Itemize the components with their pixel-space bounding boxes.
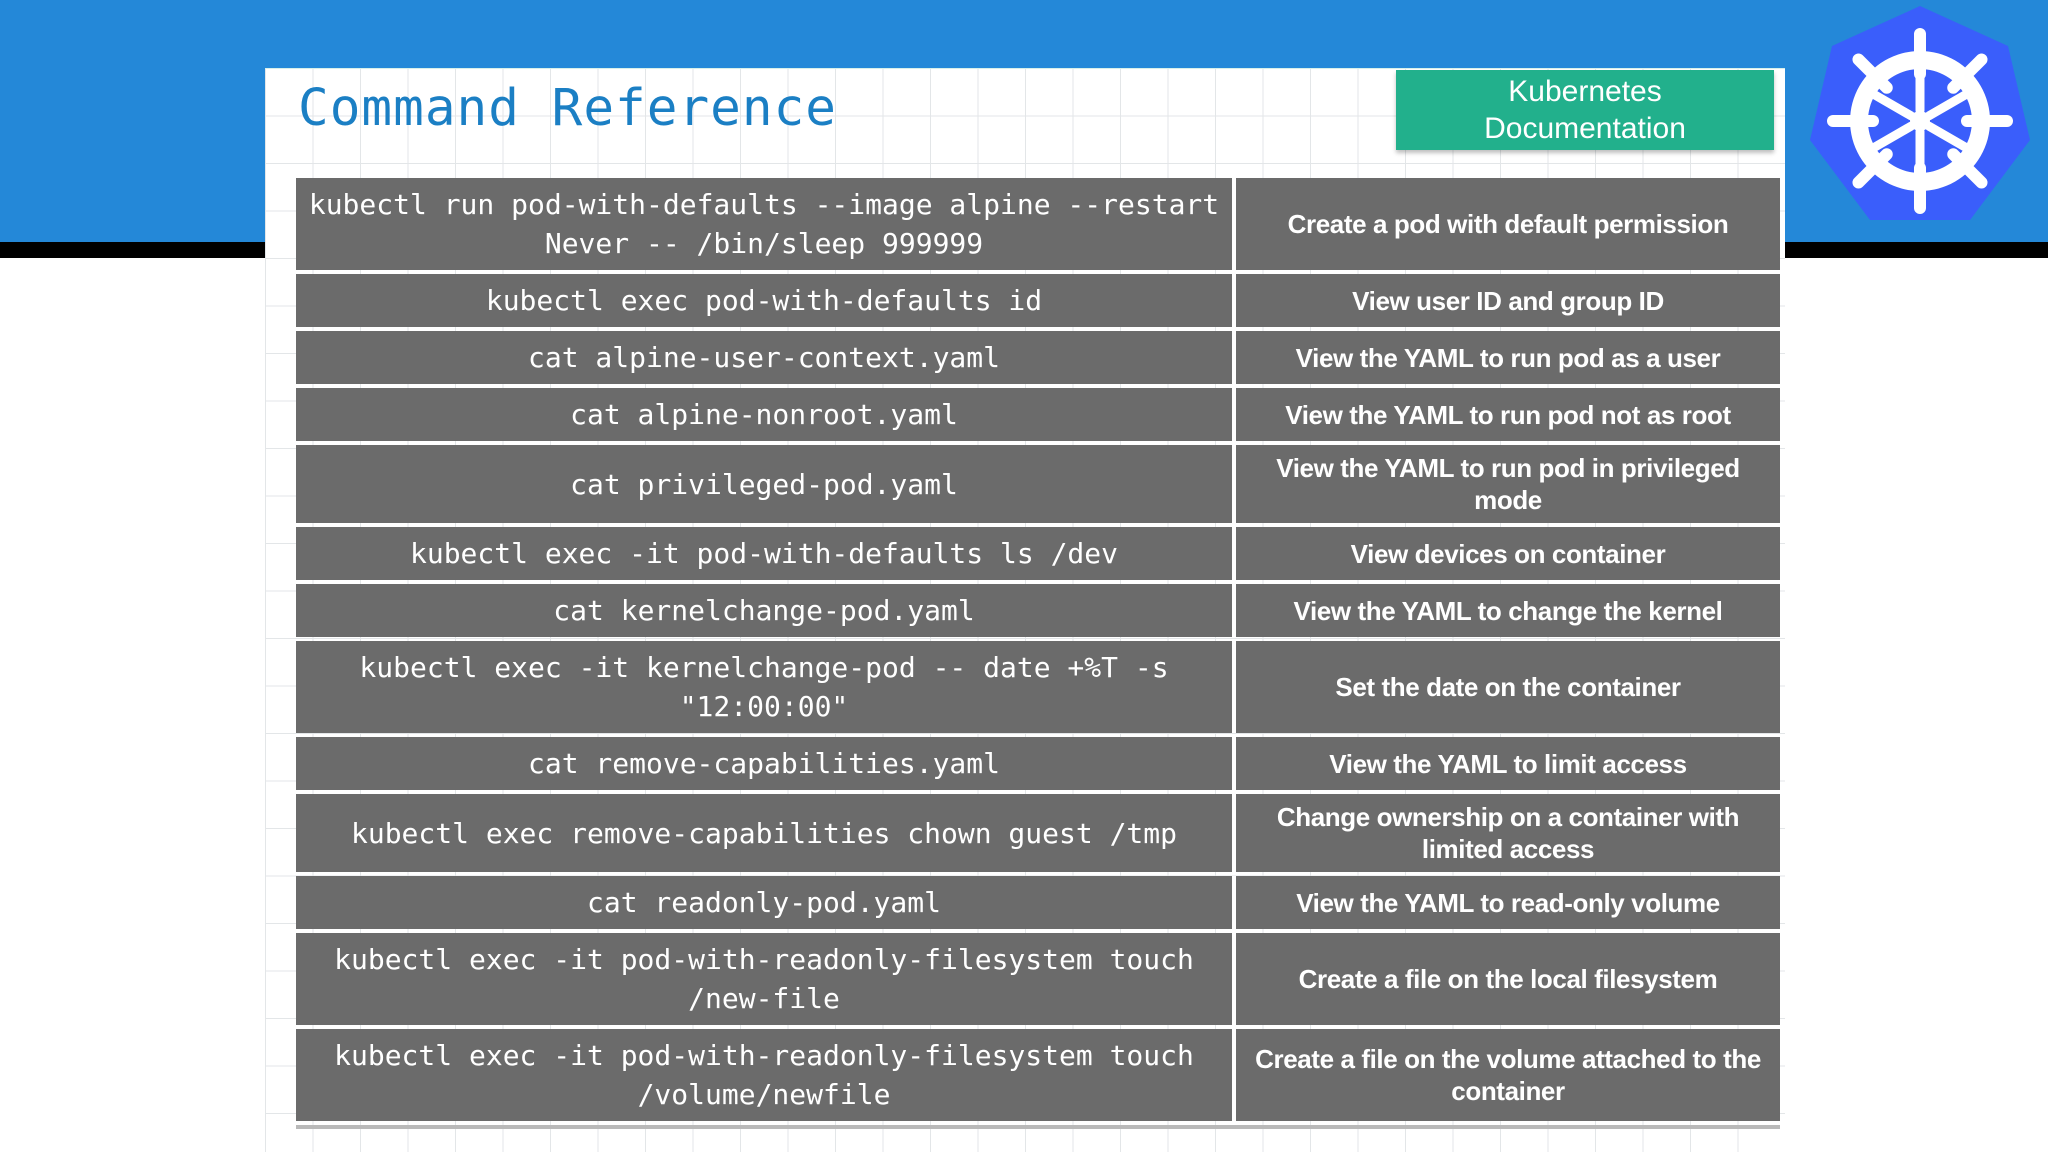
command-cell: kubectl run pod-with-defaults --image al… (296, 178, 1236, 270)
description-cell: Set the date on the container (1236, 641, 1780, 733)
description-cell: View the YAML to change the kernel (1236, 584, 1780, 637)
description-cell: View user ID and group ID (1236, 274, 1780, 327)
command-cell: kubectl exec remove-capabilities chown g… (296, 794, 1236, 872)
table-row: kubectl run pod-with-defaults --image al… (296, 178, 1780, 270)
command-cell: cat alpine-nonroot.yaml (296, 388, 1236, 441)
description-cell: View the YAML to run pod in privileged m… (1236, 445, 1780, 523)
table-bottom-rule (296, 1125, 1780, 1129)
table-row: kubectl exec -it pod-with-defaults ls /d… (296, 527, 1780, 580)
command-cell: kubectl exec -it pod-with-readonly-files… (296, 1029, 1236, 1121)
table-row: kubectl exec -it pod-with-readonly-files… (296, 933, 1780, 1025)
description-cell: View devices on container (1236, 527, 1780, 580)
command-cell: cat kernelchange-pod.yaml (296, 584, 1236, 637)
description-cell: View the YAML to run pod as a user (1236, 331, 1780, 384)
kubernetes-documentation-badge[interactable]: Kubernetes Documentation (1396, 70, 1774, 150)
command-cell: kubectl exec -it pod-with-readonly-files… (296, 933, 1236, 1025)
description-cell: Create a file on the volume attached to … (1236, 1029, 1780, 1121)
table-row: kubectl exec remove-capabilities chown g… (296, 794, 1780, 872)
command-cell: kubectl exec pod-with-defaults id (296, 274, 1236, 327)
command-cell: cat remove-capabilities.yaml (296, 737, 1236, 790)
command-cell: cat privileged-pod.yaml (296, 445, 1236, 523)
badge-line-2: Documentation (1484, 112, 1686, 145)
page-title: Command Reference (298, 79, 837, 138)
badge-line-1: Kubernetes (1508, 75, 1662, 108)
kubernetes-helm-wheel-logo (1800, 0, 2040, 248)
table-row: kubectl exec -it pod-with-readonly-files… (296, 1029, 1780, 1121)
command-cell: kubectl exec -it kernelchange-pod -- dat… (296, 641, 1236, 733)
description-cell: View the YAML to limit access (1236, 737, 1780, 790)
command-cell: cat alpine-user-context.yaml (296, 331, 1236, 384)
table-row: kubectl exec -it kernelchange-pod -- dat… (296, 641, 1780, 733)
command-cell: cat readonly-pod.yaml (296, 876, 1236, 929)
command-cell: kubectl exec -it pod-with-defaults ls /d… (296, 527, 1236, 580)
description-cell: Change ownership on a container with lim… (1236, 794, 1780, 872)
description-cell: View the YAML to read-only volume (1236, 876, 1780, 929)
command-reference-table-body: kubectl run pod-with-defaults --image al… (296, 178, 1780, 1121)
command-reference-table: kubectl run pod-with-defaults --image al… (296, 174, 1780, 1125)
description-cell: Create a file on the local filesystem (1236, 933, 1780, 1025)
description-cell: Create a pod with default permission (1236, 178, 1780, 270)
description-cell: View the YAML to run pod not as root (1236, 388, 1780, 441)
